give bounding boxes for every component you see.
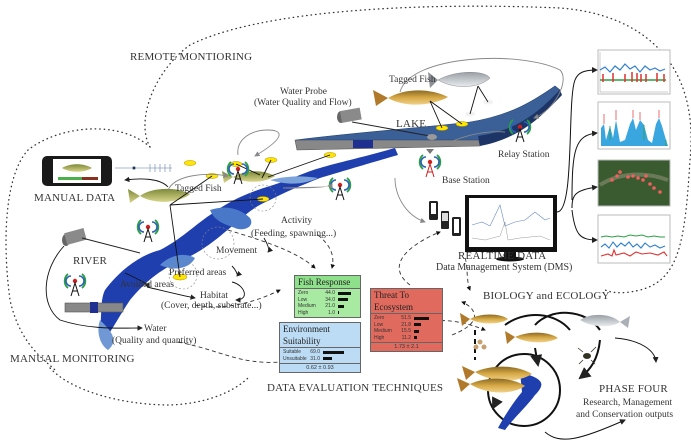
- state-probability-bar: [414, 316, 430, 320]
- mobile-devices: [429, 201, 461, 236]
- state-probability-bar: [323, 350, 344, 354]
- state-name: Low: [374, 321, 384, 328]
- node-state-row: Zero 44.0: [295, 290, 360, 297]
- node-title: Environment Suitability: [280, 323, 360, 348]
- state-name: Medium: [298, 303, 316, 309]
- habitat-label: Habitat: [200, 291, 228, 301]
- fish-tagged-lake-gold: [373, 90, 448, 106]
- state-probability-bar: [414, 336, 418, 340]
- state-name: Zero: [298, 290, 309, 296]
- river-platform: [64, 302, 124, 313]
- node-state-row: Medium 21.0: [295, 303, 360, 310]
- remote-monitoring-boundary: [5, 5, 691, 406]
- dms-monitor: [465, 195, 557, 262]
- state-name: Low: [298, 296, 308, 303]
- realtime-data-label: REALTIME DATA: [458, 250, 547, 262]
- water-probe-sublabel: (Water Quality and Flow): [254, 98, 352, 108]
- state-value: 11.2: [401, 334, 411, 341]
- activity-sublabel: (Feeding, spawning...): [251, 229, 337, 239]
- relay-station-label: Relay Station: [498, 150, 550, 160]
- state-value: 21.0: [325, 303, 335, 309]
- fish-tagged-lake-bass: [428, 72, 491, 88]
- state-probability-bar: [338, 304, 345, 308]
- tagged-fish-lake-label: Tagged Fish: [389, 75, 436, 85]
- state-name: Unsuitable: [283, 355, 307, 362]
- state-value: 51.5: [401, 315, 411, 321]
- river-label: RIVER: [73, 255, 107, 267]
- relay-station-antenna: [508, 119, 532, 143]
- dms-label: Data Management System (DMS): [436, 262, 573, 273]
- water-probe-river: [62, 228, 141, 254]
- water-probe-label: Water Probe: [280, 87, 327, 97]
- remote-monitoring-label: REMOTE MONTIORING: [130, 51, 253, 63]
- water-probe-lake: [337, 107, 437, 140]
- manual-monitoring-label: MANUAL MONITORING: [10, 353, 135, 365]
- movement-label: Movement: [216, 246, 258, 256]
- state-probability-bar: [414, 329, 419, 333]
- node-state-row: High 1.0: [295, 310, 360, 317]
- state-probability-bar: [414, 323, 421, 327]
- state-value: 15.5: [401, 328, 411, 334]
- manual-data-label: MANUAL DATA: [34, 192, 116, 204]
- state-value: 69.0: [310, 349, 320, 355]
- water-sublabel: (Quality and quantity): [112, 336, 197, 346]
- base-station-antenna: [418, 149, 442, 178]
- data-evaluation-label: DATA EVALUATION TECHNIQUES: [267, 382, 444, 394]
- node-state-row: Low 34.0: [295, 297, 360, 304]
- state-value: 34.0: [325, 296, 335, 303]
- fish-tagged-left: [128, 188, 190, 203]
- state-name: High: [298, 309, 309, 316]
- state-name: Suitable: [283, 349, 302, 355]
- phase-four-line2: and Conservation outputs: [576, 410, 674, 420]
- state-probability-bar: [338, 298, 349, 302]
- phase-four-line1: Research, Management: [583, 398, 673, 408]
- node-footer: 0.62 ± 0.93: [280, 363, 360, 372]
- phase-four-label: PHASE FOUR: [599, 383, 668, 395]
- node-title: Fish Response: [295, 276, 360, 289]
- node-footer: 1.73 ± 2.1: [371, 342, 442, 351]
- preferred-areas-label: Preferred areas: [169, 268, 227, 278]
- lake-label: LAKE: [396, 118, 427, 130]
- state-value: 31.0: [310, 355, 320, 362]
- state-name: Medium: [374, 328, 392, 334]
- node-state-row: Low 21.8: [371, 322, 442, 329]
- state-probability-bar: [323, 357, 333, 361]
- habitat-sublabel: (Cover, depth, substrate...): [161, 301, 262, 311]
- state-probability-bar: [338, 291, 352, 295]
- manual-data-device: [42, 156, 112, 186]
- biology-ecology-label: BIOLOGY and ECOLOGY: [483, 290, 610, 302]
- chart-thumbnails: [597, 49, 671, 264]
- handheld-receiver-antenna: [115, 164, 172, 172]
- state-name: Zero: [374, 315, 385, 321]
- water-label: Water: [144, 324, 167, 334]
- chart-thumb-1: [597, 49, 671, 95]
- chart-thumb-4: [597, 214, 671, 264]
- node-state-row: Suitable 69.0: [280, 349, 360, 356]
- state-name: High: [374, 334, 385, 341]
- node-state-row: High 11.2: [371, 335, 442, 342]
- avoided-areas-label: Avoided areas: [120, 280, 174, 290]
- tagged-fish-river-label: Tagged Fish: [175, 184, 222, 194]
- state-value: 44.0: [325, 290, 335, 296]
- node-title: Threat To Ecosystem: [371, 289, 442, 314]
- node-state-row: Zero 51.5: [371, 315, 442, 322]
- tag-markers-white: [465, 99, 493, 117]
- state-value: 21.8: [401, 321, 411, 328]
- base-station-label: Base Station: [442, 176, 490, 186]
- chart-thumb-map: [597, 159, 671, 207]
- state-value: 1.0: [328, 309, 335, 316]
- activity-label: Activity: [281, 216, 313, 226]
- biology-ecology-cycle: [457, 311, 659, 440]
- node-state-row: Medium 15.5: [371, 328, 442, 335]
